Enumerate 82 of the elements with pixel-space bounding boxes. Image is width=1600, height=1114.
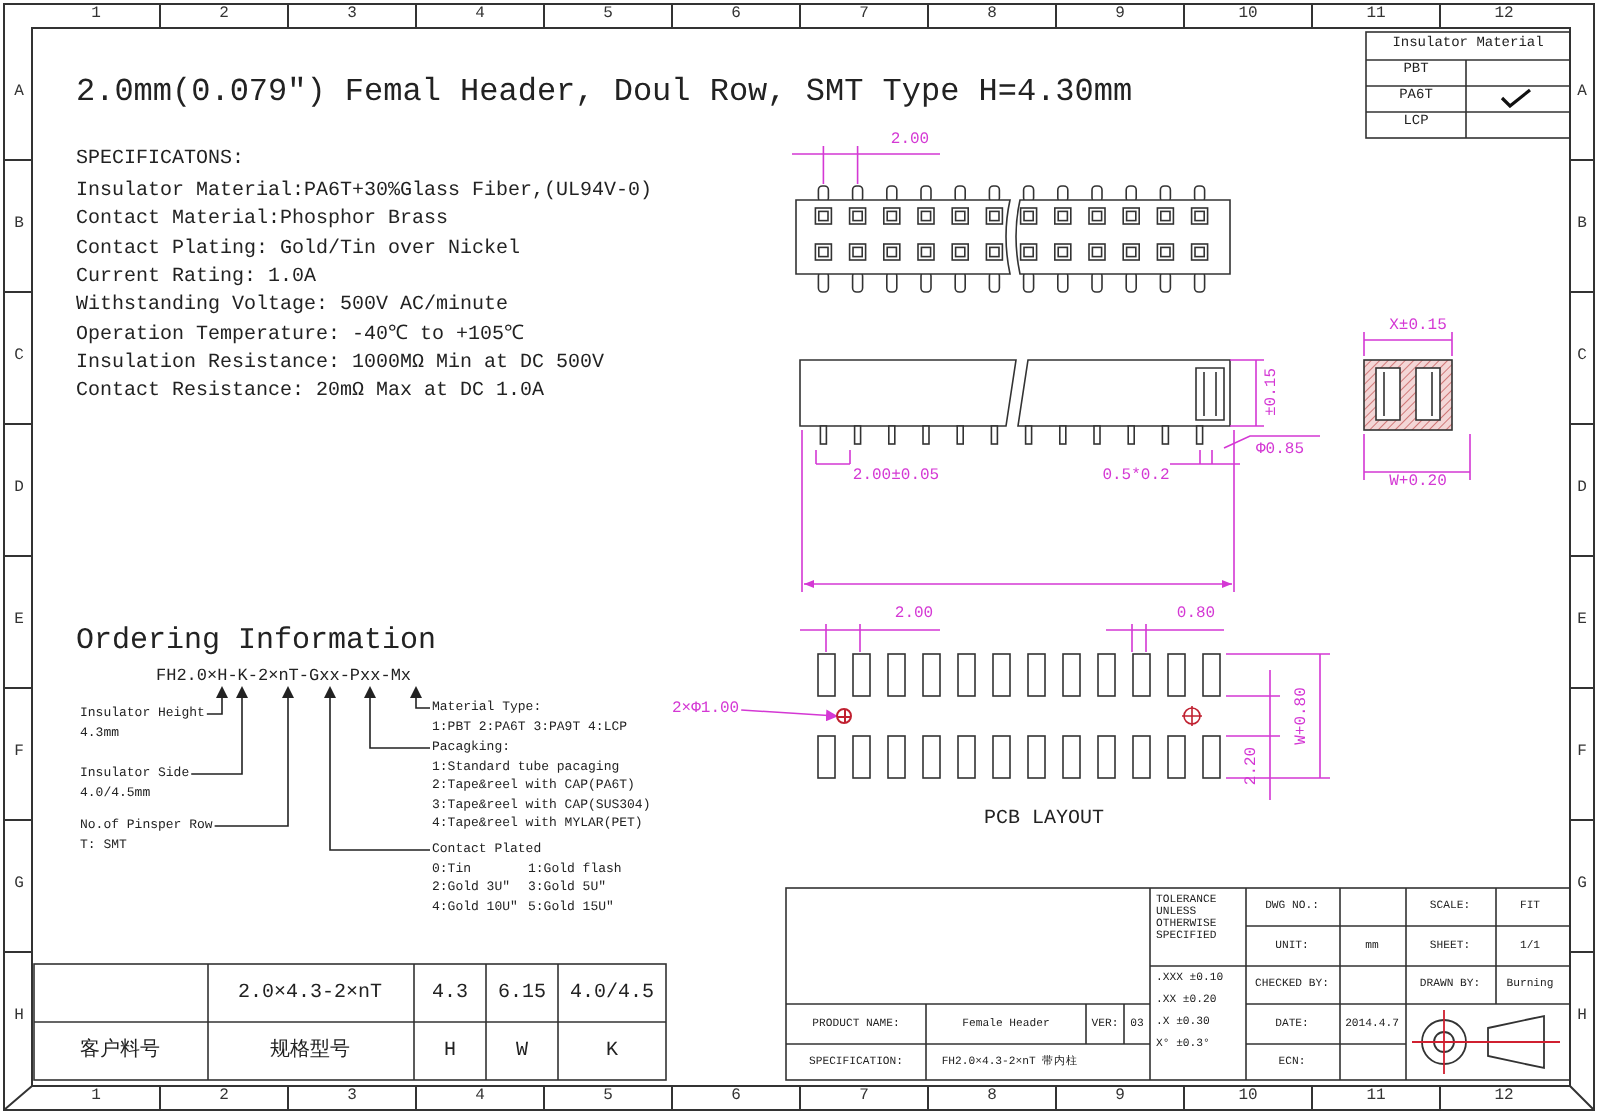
zone-marker: 8 — [987, 1089, 997, 1107]
dimension-text: 2.00 — [894, 607, 934, 625]
leader-line — [740, 709, 838, 722]
zone-marker: E — [1577, 613, 1587, 631]
table-text: 4.0/4.5 — [570, 983, 654, 1005]
table-text: K — [606, 1041, 618, 1063]
spec-line: Insulator Material:PA6T+30%Glass Fiber,(UL94V-0) — [76, 181, 653, 203]
zone-marker: 7 — [859, 7, 869, 25]
part-number-code: FH2.0×H-K-2×nT-Gxx-Pxx-Mx — [156, 666, 412, 686]
zone-marker: 12 — [1494, 1089, 1514, 1107]
zone-marker: C — [1577, 349, 1587, 367]
dimension-text: 2.00±0.05 — [852, 469, 940, 487]
zone-marker: B — [14, 217, 24, 235]
zone-marker: G — [1577, 877, 1587, 895]
leader-line — [206, 686, 228, 715]
zone-marker: 5 — [603, 7, 613, 25]
zone-marker: 2 — [219, 7, 229, 25]
zone-marker: H — [1577, 1009, 1587, 1027]
table-text: 客户料号 — [80, 1041, 160, 1063]
leader-line — [213, 686, 294, 827]
zone-marker: 3 — [347, 7, 357, 25]
spec-line: Operation Temperature: -40℃ to +105℃ — [76, 324, 525, 346]
zone-marker: A — [1577, 85, 1587, 103]
table-text: 6.15 — [498, 983, 546, 1005]
zone-marker: 8 — [987, 7, 997, 25]
zone-marker: 10 — [1238, 1089, 1258, 1107]
zone-marker: 3 — [347, 1089, 357, 1107]
dimension-text: ±0.15 — [1265, 368, 1283, 416]
zone-marker: G — [14, 877, 24, 895]
dimension-text: 2×Φ1.00 — [672, 700, 740, 720]
table-text: 4.3 — [432, 983, 468, 1005]
dimension-text: 0.5*0.2 — [1102, 469, 1170, 487]
table-text: W — [516, 1041, 528, 1063]
spec-heading: SPECIFICATONS: — [76, 149, 245, 171]
spec-line: Insulation Resistance: 1000MΩ Min at DC 500V — [76, 352, 605, 375]
zone-marker: 9 — [1115, 1089, 1125, 1107]
zone-marker: 10 — [1238, 7, 1258, 25]
spec-line: Withstanding Voltage: 500V AC/minute — [76, 295, 509, 318]
section-heading: Ordering Information — [76, 625, 437, 659]
zone-marker: 6 — [731, 1089, 741, 1107]
dimension-text: W+0.20 — [1389, 475, 1447, 493]
zone-marker: 1 — [91, 7, 101, 25]
zone-marker: 4 — [475, 1089, 485, 1107]
zone-marker: 2 — [219, 1089, 229, 1107]
zone-marker: 9 — [1115, 7, 1125, 25]
zone-marker: 4 — [475, 7, 485, 25]
leader-line — [364, 686, 431, 749]
spec-line: Contact Plating: Gold/Tin over Nickel — [76, 238, 521, 261]
zone-marker: F — [14, 745, 24, 763]
zone-marker: E — [14, 613, 24, 631]
dimension-text: W+0.80 — [1295, 687, 1313, 745]
dimension-text: 0.80 — [1176, 607, 1216, 625]
zone-marker: 6 — [731, 7, 741, 25]
view-caption: PCB LAYOUT — [984, 809, 1104, 831]
leader-line — [190, 686, 248, 775]
zone-marker: C — [14, 349, 24, 367]
zone-marker: 7 — [859, 1089, 869, 1107]
zone-marker: B — [1577, 217, 1587, 235]
spec-line: Current Rating: 1.0A — [76, 266, 317, 289]
spec-line: Contact Material:Phosphor Brass — [76, 209, 449, 232]
table-text: H — [444, 1041, 456, 1063]
zone-marker: D — [1577, 481, 1587, 499]
zone-marker: 1 — [91, 1089, 101, 1107]
zone-marker: F — [1577, 745, 1587, 763]
dimension-text: Φ0.85 — [1256, 443, 1304, 461]
drawing-title: 2.0mm(0.079″) Femal Header, Doul Row, SMT Type H=4.30mm — [76, 74, 1133, 113]
spec-line: Contact Resistance: 20mΩ Max at DC 1.0A — [76, 381, 545, 404]
leader-line — [324, 686, 431, 851]
zone-marker: 12 — [1494, 7, 1514, 25]
zone-marker: 5 — [603, 1089, 613, 1107]
dimension-text: 2.00 — [890, 133, 930, 151]
zone-marker: D — [14, 481, 24, 499]
leader-line — [410, 686, 431, 709]
dimension-text: 2.20 — [1245, 746, 1263, 786]
zone-marker: H — [14, 1009, 24, 1027]
dimension-text: X±0.15 — [1389, 319, 1447, 337]
table-text: 规格型号 — [270, 1041, 350, 1063]
zone-marker: 11 — [1366, 1089, 1386, 1107]
hole-mark — [836, 708, 852, 724]
table-text: 2.0×4.3-2×nT — [238, 983, 382, 1005]
zone-marker: 11 — [1366, 7, 1386, 25]
zone-marker: A — [14, 85, 24, 103]
